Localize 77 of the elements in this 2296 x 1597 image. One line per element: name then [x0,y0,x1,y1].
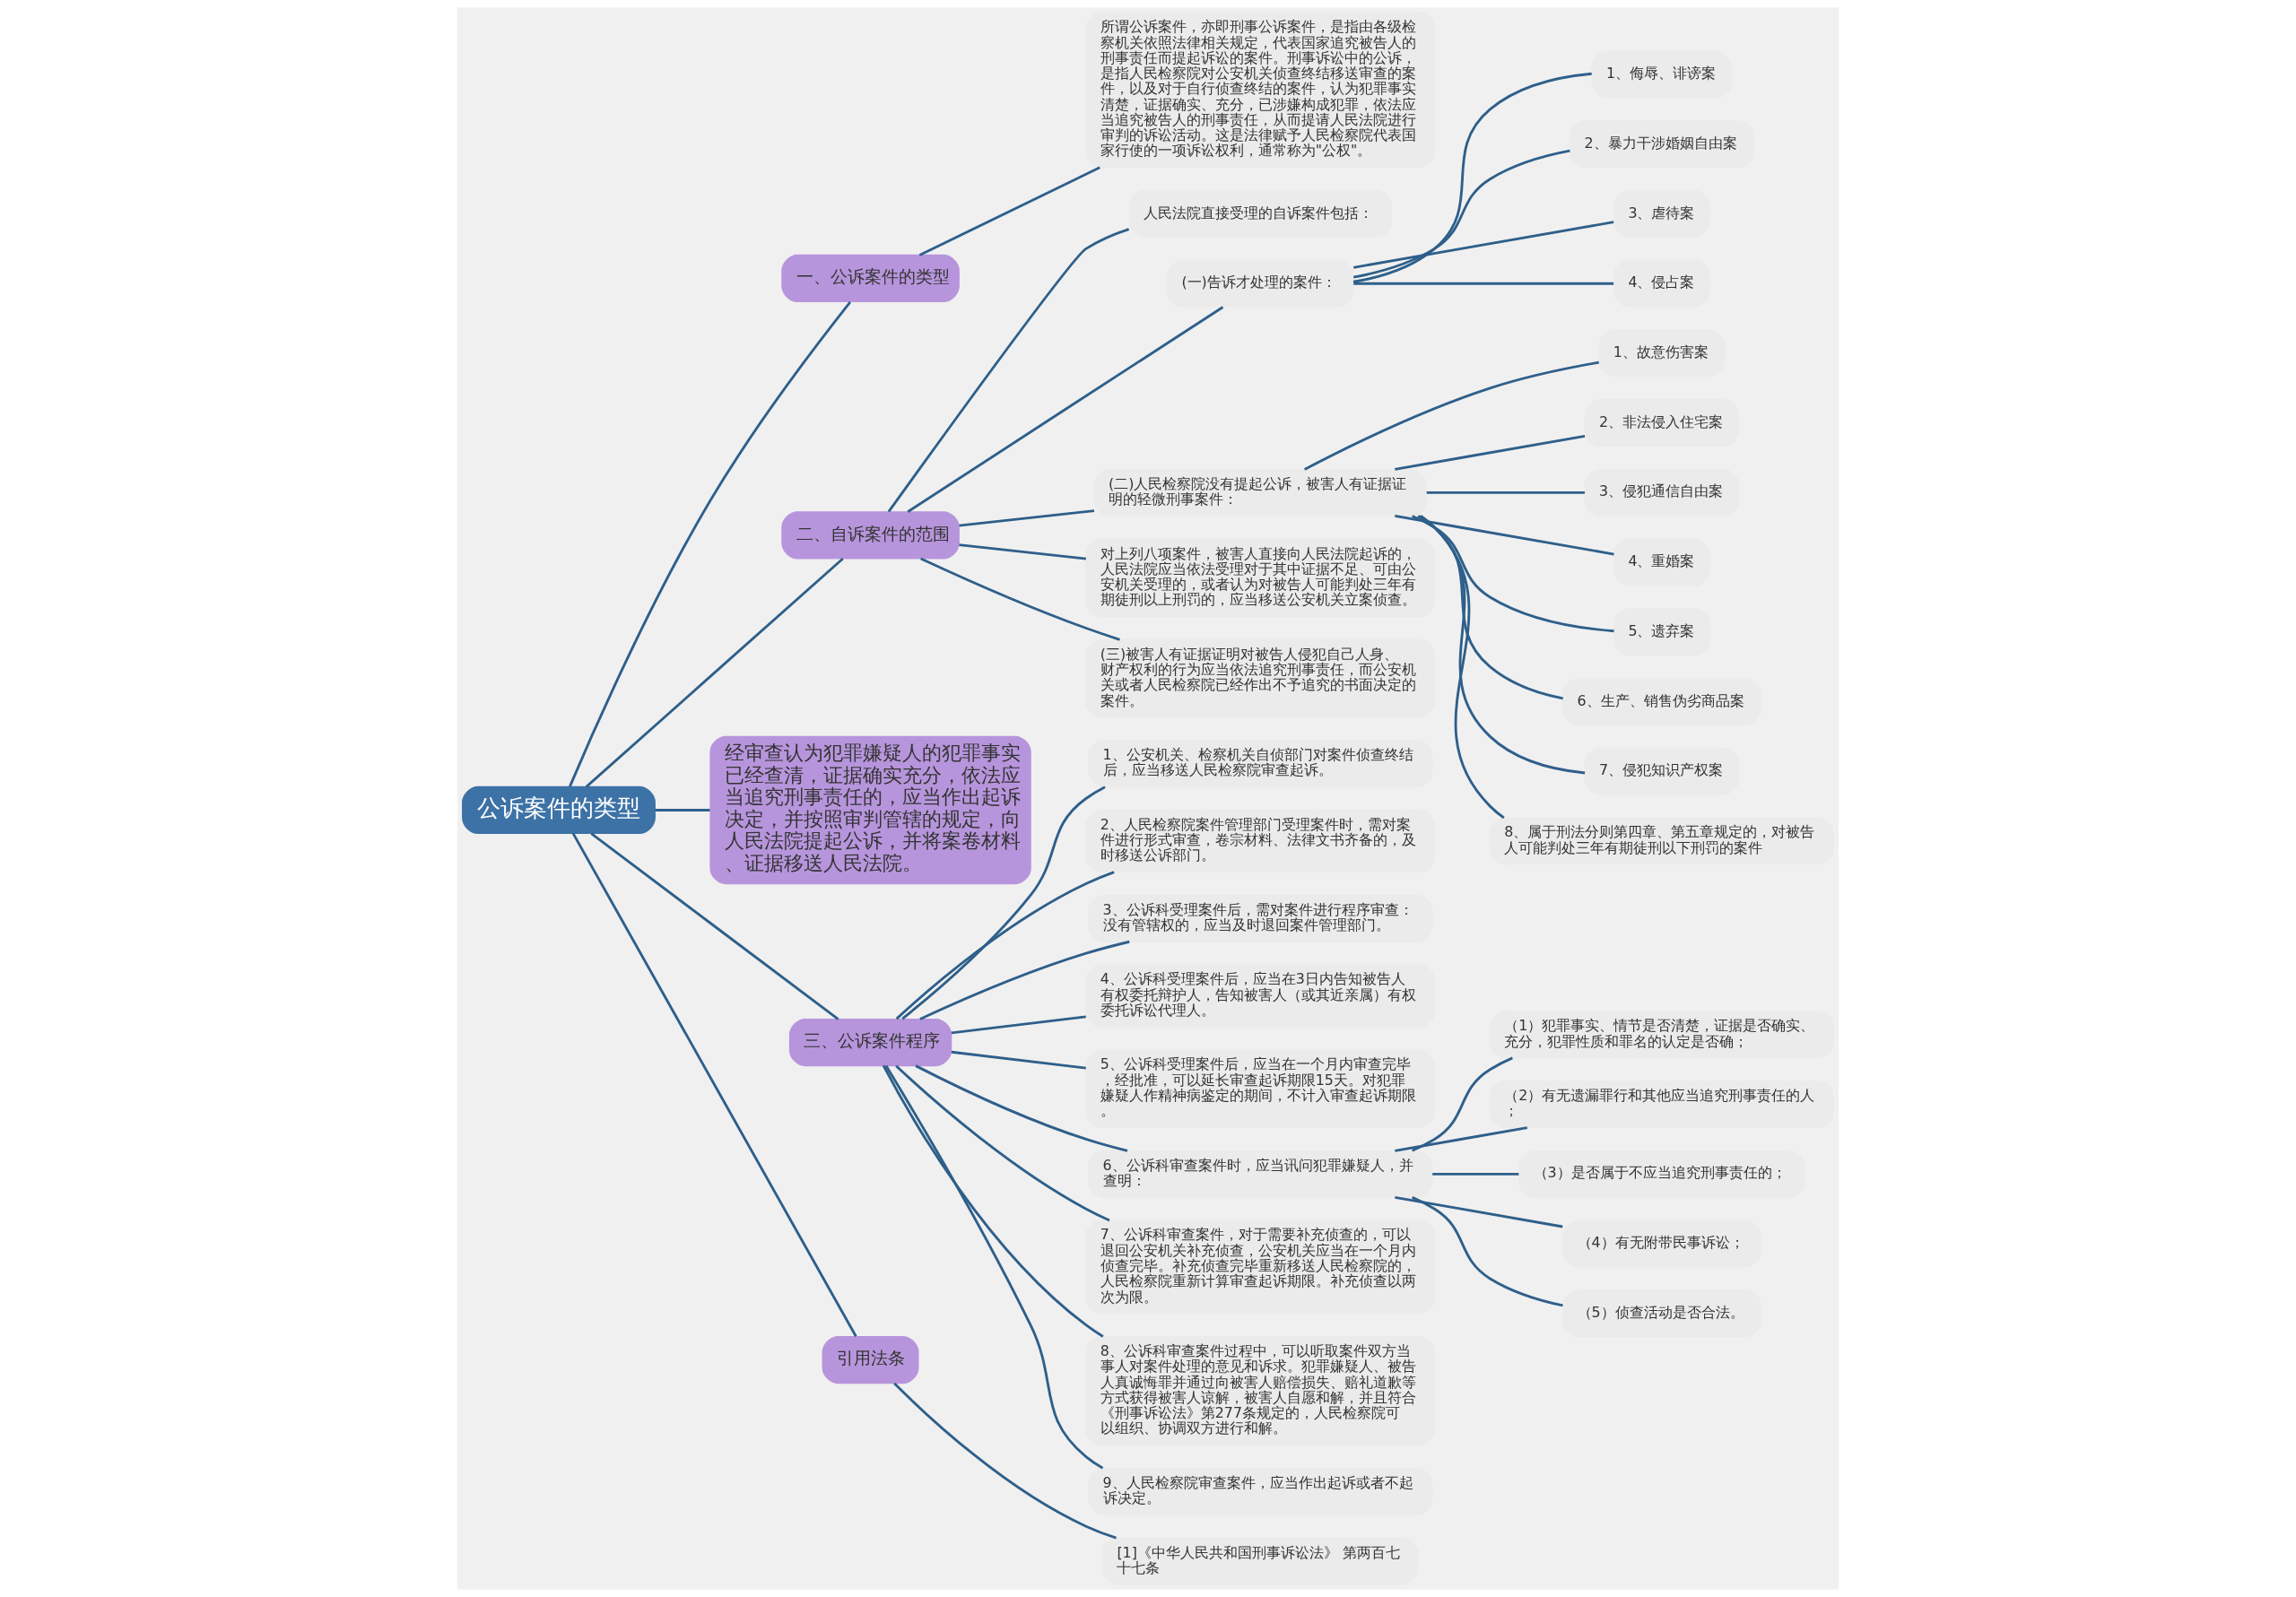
connector [882,1064,1104,1338]
connector [901,785,1106,1020]
node-text: 9、人民检察院审查案件，应当作出起诉或者不起诉决定。 [1102,1473,1413,1507]
connector [895,1064,1110,1222]
node-text: 1、公安机关、检察机关自侦部门对案件侦查终结后，应当移送人民检察院审查起诉。 [1102,746,1413,779]
connector [951,1050,1086,1070]
node-text: 7、公诉科审查案件，对于需要补充侦查的，可以退回公安机关补充侦查，公安机关应当在一个月内侦查完毕。补充侦查完毕重新移送人民检察院的，人民检察院重新计算审查起诉期限。补充侦查以两次为限。 [1100,1226,1416,1306]
node-text: 对上列八项案件，被害人直接向人民法院起诉的，人民法院应当依法受理对于其中证据不足、可由公安机关受理的，或者认为对被告人可能判处三年有期徒刑以上刑罚的，应当移送公安机关立案侦查。 [1100,544,1416,609]
node-text: （4）有无附带民事诉讼； [1577,1234,1744,1252]
node-text: 人民法院直接受理的自诉案件包括： [1143,204,1373,221]
node-text: [1]《中华人民共和国刑事诉讼法》 第两百七十七条 [1117,1543,1400,1576]
connector [959,543,1086,560]
node-text: （5）侦查活动是否合法。 [1577,1303,1744,1321]
node-text: （2）有无遗漏罪行和其他应当追究刑事责任的人； [1504,1087,1815,1120]
connector [895,871,1115,1020]
connector [655,809,710,812]
node-text: 6、生产、销售伪劣商品案 [1577,691,1744,709]
connector [585,557,844,788]
connector [1395,1195,1563,1228]
connector [1304,360,1599,471]
node-text: (二)人民检察院没有提起公诉，被害人有证据证明的轻微刑事案件： [1109,474,1407,508]
connector [571,832,857,1337]
node-text: 8、属于刑法分则第四章、第五章规定的，对被告人可能判处三年有期徒刑以下刑罚的案件 [1504,823,1815,856]
node-text: 7、侵犯知识产权案 [1599,761,1724,779]
connector [1395,1126,1528,1152]
node-box: 一、公诉案件的类型 [781,254,960,303]
connector [893,1382,1117,1540]
connector [1417,515,1563,700]
connector [1420,515,1505,820]
node-box: 二、自诉案件的范围 [781,511,960,560]
node-text: 5、公诉科受理案件后，应当在一个月内审查完毕，经批准，可以延长审查起诉期限15天。对犯罪嫌疑人作精神病鉴定的期间，不计入审查起诉期限。 [1100,1055,1416,1120]
node-text: 4、重婚案 [1628,552,1695,570]
connector [590,832,839,1020]
connector [1426,490,1585,494]
node-text: 3、侵犯通信自由案 [1599,482,1724,500]
node-text: 1、故意伤害案 [1613,343,1709,360]
connector [920,557,1120,641]
node-text: 3、虐待案 [1628,204,1695,221]
node-text: 4、侵占案 [1628,273,1695,291]
connector [918,166,1100,256]
node-text: 6、公诉科审查案件时，应当讯问犯罪嫌疑人，并查明： [1102,1156,1413,1189]
node-text: (一)告诉才处理的案件： [1181,273,1336,291]
node-text: 3、公诉科受理案件后，需对案件进行程序审查：没有管辖权的，应当及时退回案件管理部门。 [1102,900,1413,934]
connector [1419,515,1586,775]
node-text: 2、人民检察院案件管理部门受理案件时，需对案件进行形式审查，卷宗材料、法律文书齐备的，及时移送公诉部门。 [1100,815,1416,864]
node-box: 三、公诉案件程序 [788,1018,952,1067]
node-box: 公诉案件的类型 [462,785,656,835]
connector [569,301,852,787]
connector [1412,1196,1563,1307]
node-text: 1、侮辱、诽谤案 [1605,65,1717,82]
node-box: 引用法条 [822,1335,919,1384]
connector [919,940,1130,1020]
connector [907,306,1224,513]
connector [1412,515,1614,633]
connector [915,1064,1128,1152]
connector [1352,72,1592,283]
connector [884,1064,1104,1470]
connector [1432,1172,1519,1176]
node-text: 所谓公诉案件，亦即刑事公诉案件，是指由各级检察机关依照法律相关规定，代表国家追究被告人的刑事责任而提起诉讼的案件。刑事诉讼中的公诉，是指人民检察院对公安机关侦查终结移送审查的案件，以及对于自行侦查终结的案件，认为犯罪事实清楚，证据确实、充分，已涉嫌构成犯罪，依法应当追究被告人的刑事责任，从而提请人民法院进行审判的诉讼活动。这是法律赋予人民检察院代表国家行使的一项诉讼权利，通常称为"公权"。 [1100,18,1416,160]
node-box: 经审查认为犯罪嫌疑人的犯罪事实已经查清，证据确实充分，依法应当追究刑事责任的，应当作出起诉决定，并按照审判管辖的规定，向人民法院提起公诉，并将案卷材料、证据移送人民法院。 [709,735,1031,885]
connector [1412,1056,1513,1152]
node-text: （1）犯罪事实、情节是否清楚，证据是否确实、充分，犯罪性质和罪名的认定是否确； [1504,1017,1815,1050]
connector [951,1015,1086,1035]
node-text: 8、公诉科审查案件过程中，可以听取案件双方当事人对案件处理的意见和诉求。犯罪嫌疑人、被告人真诚悔罪并通过向被害人赔偿损失、赔礼道歉等方式获得被害人谅解，被害人自愿和解，并且符合《刑事诉讼法》第277条规定的，人民检察院可以组织、协调双方进行和解。 [1100,1341,1416,1437]
node-text: 2、非法侵入住宅案 [1599,412,1724,430]
connector [1395,435,1586,471]
connector [959,509,1095,527]
connector [887,228,1130,513]
node-text: （3）是否属于不应当追究刑事责任的； [1533,1164,1787,1182]
node-text: (三)被害人有证据证明对被告人侵犯自己人身、财产权利的行为应当依法追究刑事责任，而公安机关或者人民检察院已经作出不予追究的书面决定的案件。 [1100,645,1416,709]
connector [1395,514,1614,556]
node-text: 4、公诉科受理案件后，应当在3日内告知被告人有权委托辩护人，告知被害人（或其近亲属）有权委托诉讼代理人。 [1100,970,1416,1020]
connector [1353,282,1614,285]
connector [1352,149,1570,279]
node-text: 2、暴力干涉婚姻自由案 [1584,134,1737,152]
connector [1353,221,1614,269]
node-text: 5、遗弃案 [1628,621,1695,639]
